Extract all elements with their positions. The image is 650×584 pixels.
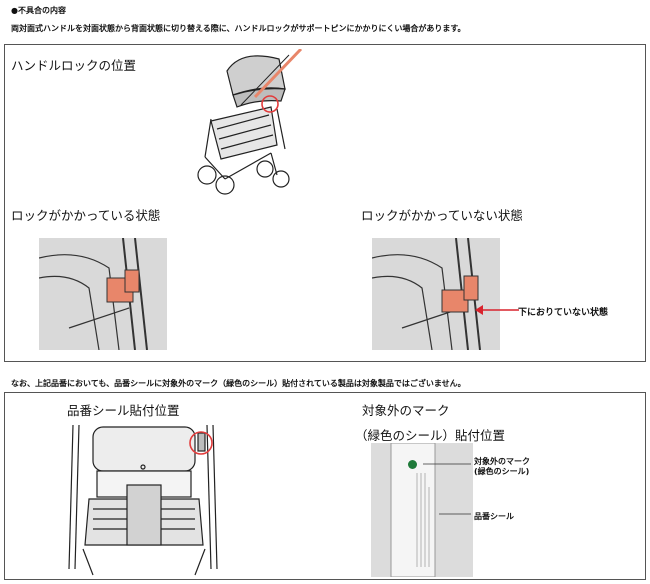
callout-mark-line1: 対象外のマーク [474, 457, 530, 466]
locked-state-label: ロックがかかっている状態 [11, 208, 161, 223]
lock-position-highlight [261, 95, 279, 113]
locked-state-image [39, 238, 167, 350]
excluded-mark-subheading: （緑色のシール）貼付位置 [355, 428, 506, 443]
arrow-left-icon [475, 305, 519, 315]
exclusion-note: なお、上記品番においても、品番シールに対象外のマーク（緑色のシール）貼付されてい… [11, 379, 466, 388]
callout-mark-line2: (緑色のシール) [474, 467, 530, 476]
callout-lines [423, 463, 471, 515]
unlocked-state-label: ロックがかかっていない状態 [361, 208, 523, 223]
not-lowered-note: 下におりていない状態 [518, 308, 609, 318]
unlocked-state-image [372, 238, 500, 350]
defect-description: 両対面式ハンドルを対面状態から背面状態に切り替える際に、ハンドルロックがサポート… [11, 24, 466, 33]
sticker-position-highlight [189, 431, 213, 455]
lock-position-label: ハンドルロックの位置 [11, 58, 137, 73]
green-mark-dot [408, 460, 417, 469]
sticker-photo [371, 443, 473, 577]
callout-sticker: 品番シール [474, 512, 514, 521]
sticker-position-panel: 品番シール貼付位置 対象外のマーク （緑色のシール）貼付位置 [4, 392, 646, 580]
handle-lock-panel: ハンドルロックの位置 ロックがかかっている状態 ロックがかかっていない状態 [4, 44, 646, 362]
section-title: ●不具合の内容 [11, 6, 66, 15]
sticker-position-label: 品番シール貼付位置 [67, 403, 180, 418]
stroller-illustration [197, 49, 303, 195]
excluded-mark-heading: 対象外のマーク [362, 403, 450, 418]
seat-back-illustration [68, 424, 218, 576]
